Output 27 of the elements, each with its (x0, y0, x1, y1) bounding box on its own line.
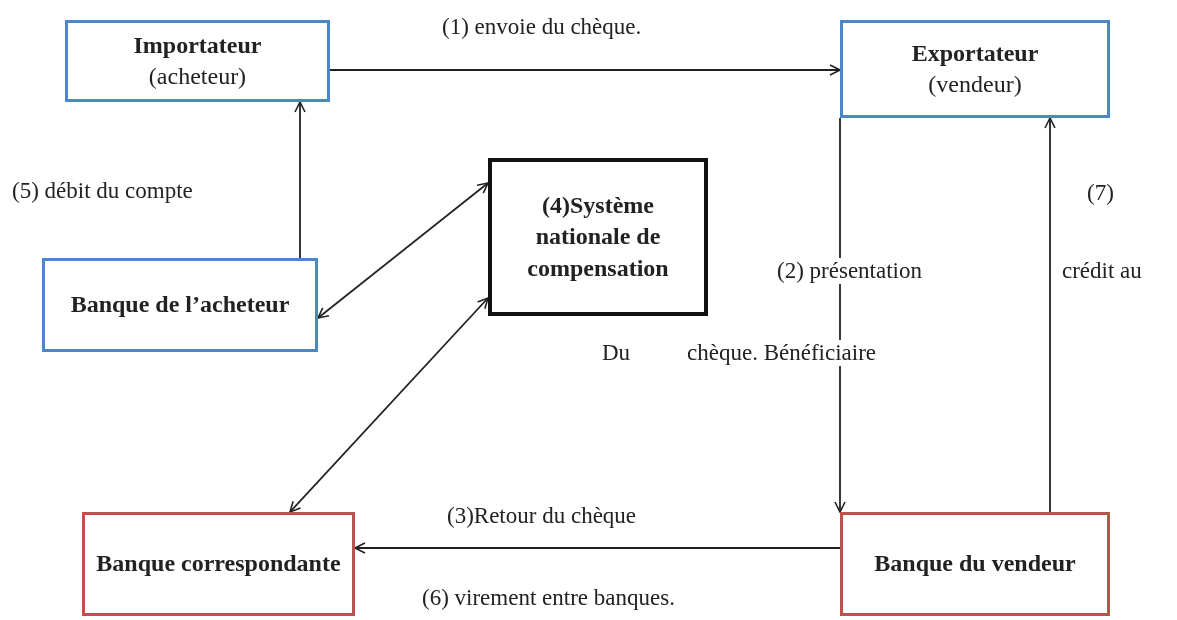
edge-label: (2) présentation (775, 258, 924, 284)
arrow (294, 101, 306, 259)
arrow (834, 117, 846, 513)
arrow (289, 297, 489, 513)
bank-box (42, 258, 318, 352)
bank-box (840, 512, 1110, 616)
clearing-system-box (488, 158, 708, 316)
node-title: Exportateur (911, 38, 1039, 68)
annotation-text: chèque. Bénéficiaire (685, 340, 878, 366)
edge-label: (5) débit du compte (10, 178, 195, 204)
edge-label: (7) (1085, 180, 1116, 206)
annotation-text: (6) virement entre banques. (420, 585, 677, 611)
arrow (354, 542, 841, 554)
arrow (317, 182, 489, 319)
node-subtitle: (vendeur) (928, 70, 1022, 99)
node-subtitle: (acheteur) (148, 62, 247, 91)
process-box (65, 20, 330, 102)
node-title: Banque de l’acheteur (70, 290, 290, 320)
node-title: Importateur (133, 30, 262, 60)
node-title: Banque du vendeur (874, 549, 1076, 579)
arrow (1044, 117, 1056, 513)
bank-box (82, 512, 355, 616)
edge-label: (3)Retour du chèque (445, 503, 639, 529)
process-box (840, 20, 1110, 118)
node-title: (4)Système nationale de compensation (526, 191, 670, 283)
node-title: Banque correspondante (96, 549, 341, 579)
arrow (329, 64, 841, 76)
